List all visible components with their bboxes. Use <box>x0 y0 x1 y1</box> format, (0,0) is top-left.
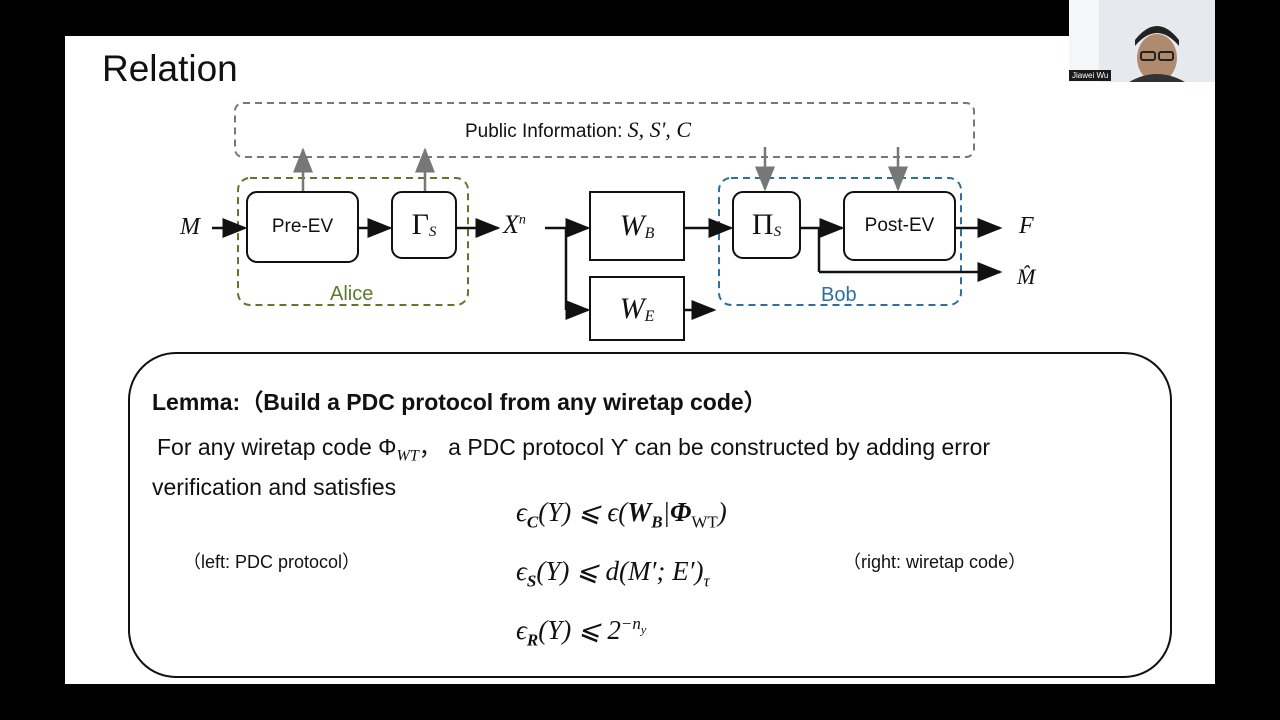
equation-robustness: ϵR(Y) ⩽ 2−ny <box>516 614 647 650</box>
alice-group <box>237 177 469 306</box>
pre-ev-label: Pre-EV <box>271 216 334 237</box>
slide-title: Relation <box>102 48 238 89</box>
right-note: （right: wiretap code） <box>843 552 1027 572</box>
lemma-line2: verification and satisfies <box>152 474 397 500</box>
participant-name: Jiawei Wu <box>1069 70 1112 81</box>
equation-secrecy: ϵS(Y) ⩽ d(M′; E′)τ <box>516 556 710 591</box>
xn-label: Xn <box>503 210 526 239</box>
output-f: F <box>1019 213 1034 239</box>
slide-canvas <box>65 36 1215 684</box>
pre-ev-box: Pre-EV <box>246 191 359 263</box>
lemma-box <box>128 352 1172 678</box>
public-info-label: Public Information: S, S', C <box>465 117 692 142</box>
alice-label: Alice <box>330 283 374 305</box>
bob-label: Bob <box>821 284 857 306</box>
public-info-box <box>234 102 975 158</box>
equation-correctness: ϵC(Y) ⩽ ϵ(WB|ΦWT) <box>516 497 727 532</box>
bob-group <box>718 177 962 306</box>
post-ev-box: Post-EV <box>843 191 956 261</box>
webcam-overlay: Jiawei Wu <box>1069 0 1215 82</box>
participant-avatar <box>1069 0 1215 82</box>
output-mhat: M̂ <box>1017 264 1036 289</box>
lemma-heading: Lemma:（Build a PDC protocol from any wir… <box>152 389 767 415</box>
lemma-line1: For any wiretap code ΦWT， a PDC protocol… <box>157 434 991 465</box>
post-ev-label: Post-EV <box>864 215 935 236</box>
input-m: M <box>180 214 200 240</box>
left-note: （left: PDC protocol） <box>183 552 361 572</box>
